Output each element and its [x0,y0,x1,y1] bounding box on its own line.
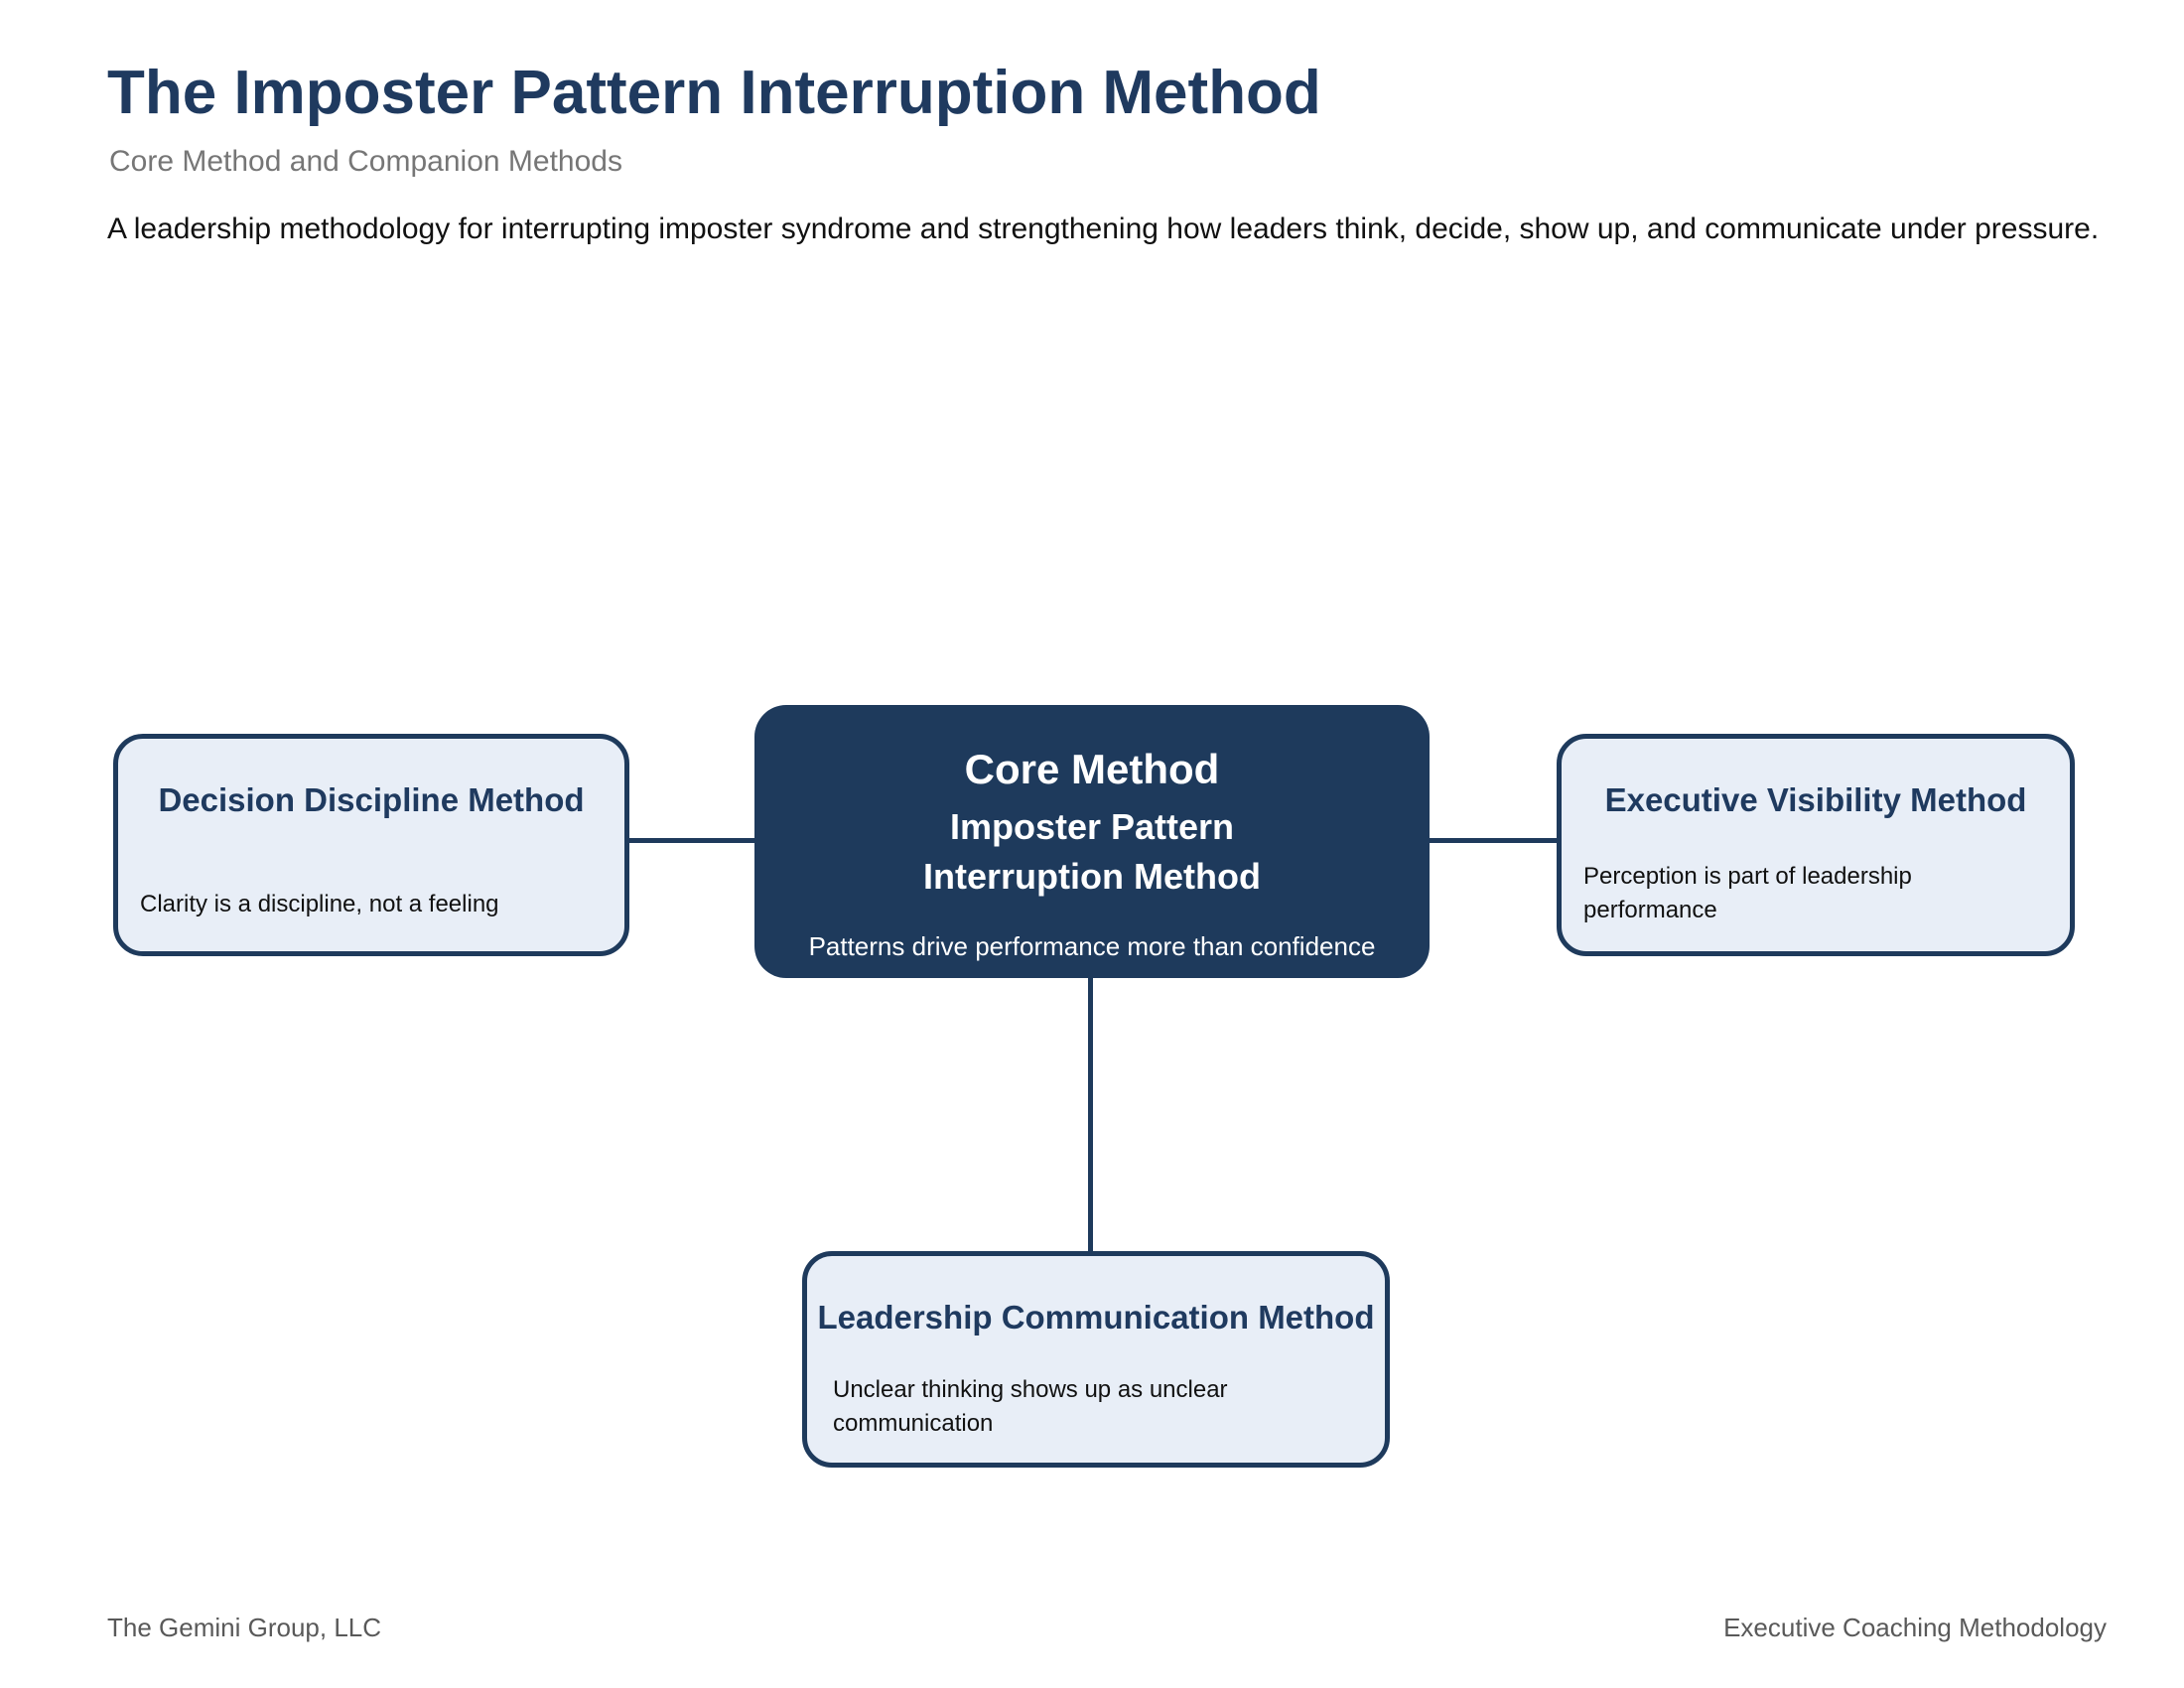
companion-title-executive-visibility: Executive Visibility Method [1604,781,2027,818]
companion-box-leadership-communication: Leadership Communication Method Unclear … [802,1251,1390,1468]
companion-title-leadership-communication: Leadership Communication Method [817,1299,1375,1336]
core-method-label: Core Method [964,746,1220,792]
footer-methodology-label: Executive Coaching Methodology [1723,1613,2107,1642]
page-title: The Imposter Pattern Interruption Method [107,59,1321,127]
connector-core-to-leadership-communication [1088,975,1093,1255]
core-method-tagline: Patterns drive performance more than con… [808,930,1376,961]
companion-title-decision-discipline: Decision Discipline Method [158,781,585,818]
core-method-box: Core Method Imposter Pattern Interruptio… [754,705,1430,978]
core-method-name-line2: Interruption Method [923,856,1261,898]
companion-tagline-leadership-communication: Unclear thinking shows up as unclear com… [833,1376,1228,1437]
connector-core-to-executive-visibility [1426,838,1561,843]
connector-core-to-decision-discipline [625,838,758,843]
core-method-name: Imposter Pattern Interruption Method [923,802,1261,902]
page-subtitle: Core Method and Companion Methods [109,145,622,178]
page-description: A leadership methodology for interruptin… [107,212,2100,245]
core-method-name-line1: Imposter Pattern [949,806,1235,848]
companion-box-executive-visibility: Executive Visibility Method Perception i… [1557,734,2075,956]
companion-tagline-decision-discipline: Clarity is a discipline, not a feeling [140,891,499,917]
footer-company-name: The Gemini Group, LLC [107,1613,382,1642]
companion-box-decision-discipline: Decision Discipline Method Clarity is a … [113,734,629,956]
companion-tagline-executive-visibility: Perception is part of leadership perform… [1583,863,1912,923]
